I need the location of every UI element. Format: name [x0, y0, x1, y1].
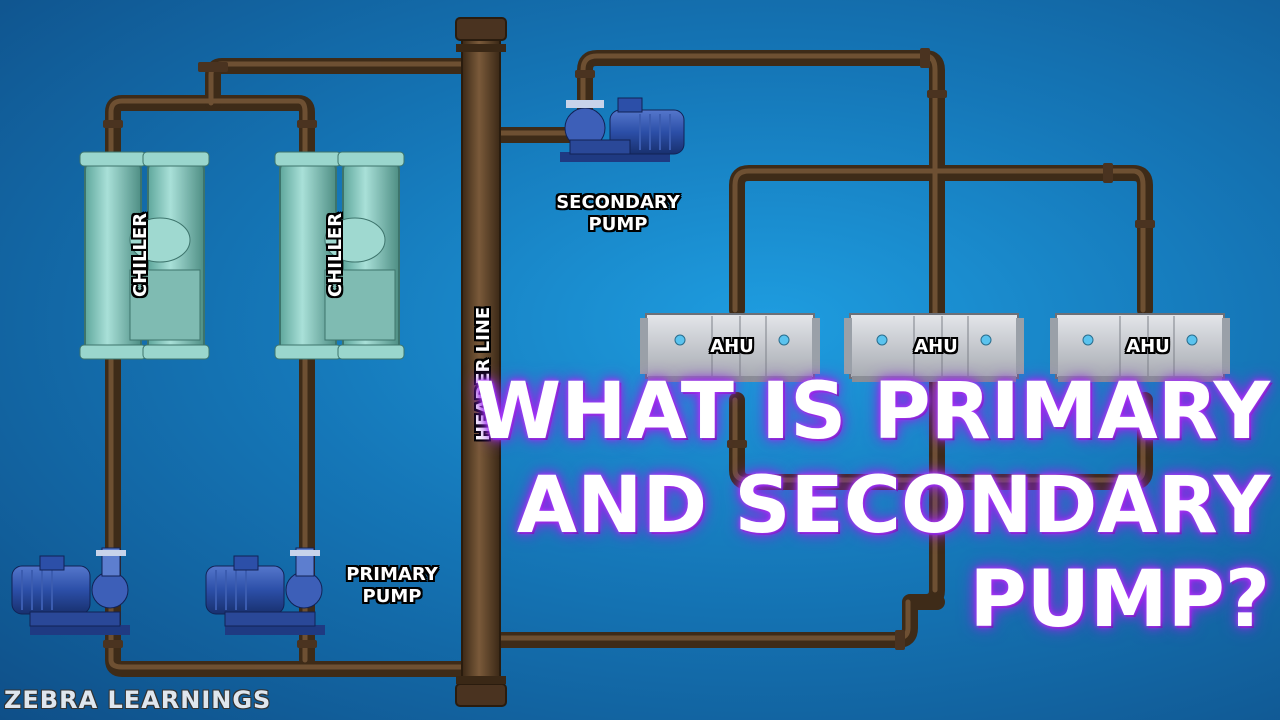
chiller-2-unit [274, 151, 405, 360]
video-title: WHAT IS PRIMARY AND SECONDARY PUMP? [475, 365, 1270, 647]
ahu-2-label: AHU [914, 336, 958, 357]
primary-pump-label: PRIMARY PUMP [330, 564, 454, 607]
secondary-pump-label-line1: SECONDARY [556, 192, 680, 213]
primary-pump-1 [11, 547, 130, 635]
ahu-2-unit [844, 313, 1024, 382]
header-line-pipe [455, 17, 507, 707]
chiller-1-label: CHILLER [130, 212, 151, 297]
title-line-1: WHAT IS PRIMARY [475, 367, 1270, 457]
primary-pump-label-line1: PRIMARY [346, 564, 438, 585]
pipe-fittings [103, 48, 1155, 650]
chiller-1-unit [79, 151, 210, 360]
secondary-pump-label: SECONDARY PUMP [538, 192, 698, 235]
ahu-1-unit [640, 313, 820, 382]
secondary-pump-unit [560, 97, 685, 162]
primary-pump-label-line2: PUMP [362, 585, 422, 607]
brand-watermark: ZEBRA LEARNINGS [4, 686, 272, 714]
ahu-1-label: AHU [710, 336, 754, 357]
chiller-2-label: CHILLER [325, 212, 346, 297]
title-line-3: PUMP? [969, 555, 1270, 645]
primary-pump-2 [205, 547, 325, 635]
secondary-pump-label-line2: PUMP [588, 213, 648, 235]
ahu-3-label: AHU [1126, 336, 1170, 357]
title-line-2: AND SECONDARY [516, 461, 1270, 551]
ahu-3-unit [1050, 313, 1230, 382]
